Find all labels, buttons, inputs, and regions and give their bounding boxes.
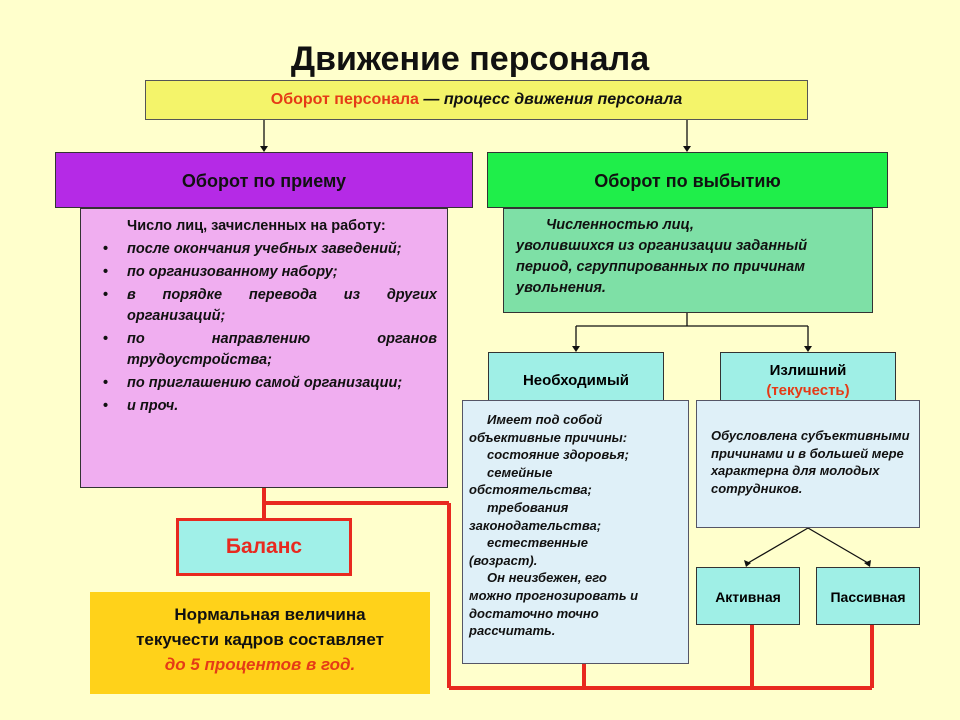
hire-item: по организованному набору; [103, 262, 437, 283]
necessary-line: законодательства; [469, 517, 602, 533]
norm-line-3: до 5 процентов в год. [164, 655, 356, 674]
hire-item: по направлению органов трудоустройства; [103, 329, 437, 371]
necessary-line: естественные [487, 535, 588, 551]
necessary-line: можно прогнозировать и [469, 587, 639, 603]
page-title: Движение персонала [290, 40, 650, 78]
necessary-turnover-heading: Необходимый [488, 352, 664, 408]
excess-turnover-heading: Излишний (текучесть) [720, 352, 896, 408]
necessary-line: объективные причины: [469, 429, 628, 445]
hire-turnover-body: Число лиц, зачисленных на работу: после … [80, 208, 448, 488]
definition-dash: — [418, 91, 444, 108]
exit-turnover-body: Численностью лиц, уволившихся из организ… [503, 208, 873, 313]
excess-turnover-body: Обусловлена субъективными причинами и в … [696, 400, 920, 528]
hire-item: после окончания учебных заведений; [103, 239, 437, 260]
passive-turnover-box: Пассивная [816, 567, 920, 625]
definition-term: Оборот персонала [270, 91, 419, 108]
norm-line-2: текучести кадров составляет [136, 630, 384, 649]
active-turnover-box: Активная [696, 567, 800, 625]
hire-item: по приглашению самой организации; [103, 373, 437, 394]
necessary-line: рассчитать. [469, 623, 556, 639]
excess-subtitle: (текучесть) [766, 382, 850, 399]
exit-turnover-heading: Оборот по выбытию [487, 152, 888, 208]
necessary-line: (возраст). [469, 552, 538, 568]
necessary-line: Он неизбежен, его [487, 570, 607, 586]
hire-turnover-heading: Оборот по приему [55, 152, 473, 208]
necessary-line: обстоятельства; [469, 482, 592, 498]
norm-note-box: Нормальная величина текучести кадров сос… [90, 592, 430, 694]
balance-box: Баланс [176, 518, 352, 576]
necessary-line: требования [487, 499, 569, 515]
hire-item: и проч. [103, 396, 437, 417]
hire-item: в порядке перевода из других организаций… [103, 285, 437, 327]
exit-rest: уволившихся из организации заданный пери… [516, 238, 808, 296]
necessary-turnover-body: Имеет под собой объективные причины: сос… [462, 400, 689, 664]
hire-intro: Число лиц, зачисленных на работу: [127, 218, 386, 234]
necessary-line: достаточно точно [469, 605, 599, 621]
necessary-line: семейные [487, 464, 553, 480]
definition-text: процесс движения персонала [443, 91, 683, 108]
norm-line-1: Нормальная величина [174, 605, 366, 624]
necessary-line: состояние здоровья; [487, 447, 629, 463]
excess-title: Излишний [769, 362, 847, 379]
exit-line-1: Численностью лиц, [546, 217, 694, 233]
necessary-line: Имеет под собой [487, 412, 603, 427]
hire-items-list: после окончания учебных заведений; по ор… [103, 239, 437, 417]
definition-box: Оборот персонала — процесс движения перс… [145, 80, 808, 120]
